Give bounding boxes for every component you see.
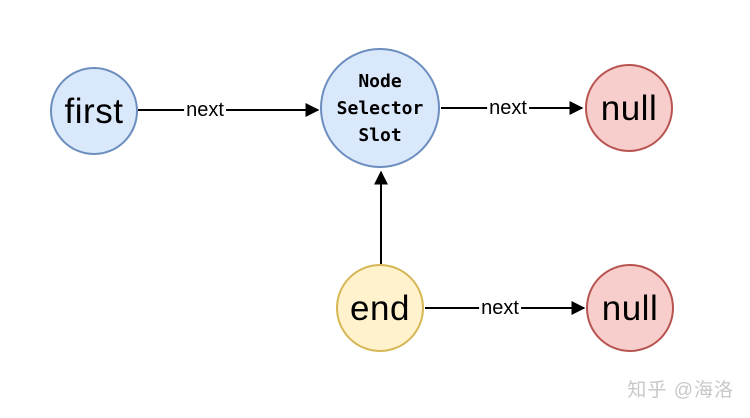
edge-label-selector-to-null-top: next [487, 97, 529, 119]
watermark: 知乎 @海洛 [627, 380, 734, 401]
node-end-label: end [350, 288, 410, 328]
node-first-label: first [64, 91, 124, 131]
edge-label-first-to-selector: next [184, 99, 226, 121]
node-selector-slot-line2: Selector [336, 97, 424, 119]
node-null-bottom: null [586, 264, 674, 352]
node-first: first [50, 67, 138, 155]
node-null-top: null [585, 64, 673, 152]
node-selector-slot-line3: Slot [358, 124, 402, 146]
edge-label-end-to-null-bottom: next [479, 297, 521, 319]
node-end: end [336, 264, 424, 352]
node-selector-slot: Node Selector Slot [320, 48, 440, 168]
node-selector-slot-line1: Node [358, 70, 402, 92]
node-null-bottom-label: null [601, 288, 659, 328]
node-null-top-label: null [600, 88, 658, 128]
node-selector-slot-label: Node Selector Slot [337, 68, 424, 149]
